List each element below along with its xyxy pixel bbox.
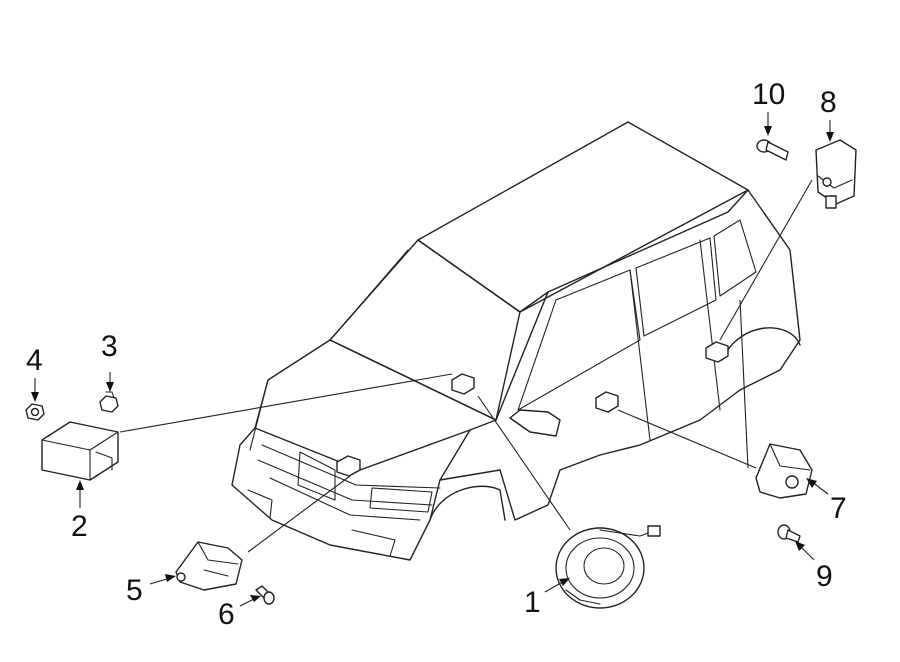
callout-3: 3 — [101, 330, 118, 363]
part-6-bolt — [255, 585, 275, 605]
callout-7: 7 — [830, 492, 847, 525]
callout-9: 9 — [816, 560, 833, 593]
part-1-clock-spring — [555, 525, 661, 609]
part-3-nut — [99, 391, 119, 413]
part-10-bolt — [756, 139, 789, 161]
part-2-control-module — [41, 421, 119, 481]
callout-numbers: 1 2 3 4 5 6 7 8 9 10 — [26, 78, 847, 631]
part-4-nut — [25, 403, 45, 421]
part-5-front-sensor — [175, 541, 243, 591]
callout-2: 2 — [71, 510, 88, 543]
callout-arrows — [31, 112, 834, 607]
callout-6: 6 — [218, 598, 235, 631]
vehicle-outline — [231, 121, 801, 561]
callout-4: 4 — [26, 344, 43, 377]
callout-8: 8 — [820, 86, 837, 119]
part-9-bolt — [777, 524, 801, 543]
part-8-rear-sensor — [815, 139, 857, 209]
leader-lines — [119, 179, 813, 553]
callout-5: 5 — [126, 574, 143, 607]
callout-10: 10 — [752, 78, 785, 111]
callout-1: 1 — [524, 586, 541, 619]
part-7-side-sensor — [755, 443, 813, 499]
sensor-locations — [336, 341, 729, 477]
